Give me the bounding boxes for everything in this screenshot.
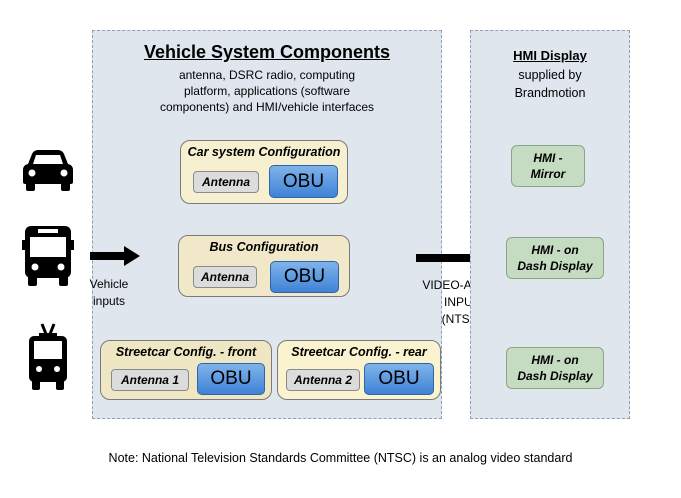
streetcar-front-antenna: Antenna 1: [111, 369, 189, 391]
streetcar-rear-antenna: Antenna 2: [286, 369, 360, 391]
hmi-mirror-line-2: Mirror: [530, 167, 566, 181]
vehicle-panel-desc-2: platform, applications (software: [183, 84, 351, 98]
hmi-dash-1-line-1: HMI - on: [531, 243, 579, 257]
streetcar-rear-title: Streetcar Config. - rear: [291, 345, 427, 359]
vehicle-panel-title: Vehicle System Components: [143, 42, 391, 62]
streetcar-front-config: Streetcar Config. - front Antenna 1 OBU: [100, 340, 272, 400]
car-config: Car system Configuration Antenna OBU: [180, 140, 348, 204]
vehicle-inputs-label-2: inputs: [92, 294, 126, 308]
car-config-title: Car system Configuration: [187, 145, 341, 159]
hmi-dash-1-line-2: Dash Display: [517, 259, 593, 273]
car-antenna: Antenna: [193, 171, 259, 193]
bus-icon: [22, 226, 74, 286]
vehicle-panel-desc-1: antenna, DSRC radio, computing: [178, 68, 356, 82]
hmi-panel-title: HMI Display: [513, 48, 587, 63]
streetcar-icon: [29, 323, 67, 390]
hmi-dash-2-line-1: HMI - on: [531, 353, 579, 367]
streetcar-front-obu: OBU: [197, 363, 265, 395]
car-obu: OBU: [269, 165, 338, 198]
car-icon: [23, 150, 73, 191]
hmi-mirror-box: HMI - Mirror: [511, 145, 585, 187]
vehicle-inputs-arrow: [90, 246, 140, 266]
hmi-mirror-line-1: HMI -: [533, 151, 563, 165]
footnote: Note: National Television Standards Comm…: [108, 451, 573, 465]
hmi-panel-sub-2: Brandmotion: [514, 86, 586, 100]
bus-obu: OBU: [270, 261, 339, 293]
streetcar-front-title: Streetcar Config. - front: [115, 345, 257, 359]
vehicle-inputs-label-1: Vehicle: [89, 277, 129, 291]
hmi-dash-2-line-2: Dash Display: [517, 369, 593, 383]
vehicle-panel-desc-3: components) and HMI/vehicle interfaces: [159, 100, 375, 114]
bus-config-title: Bus Configuration: [209, 240, 319, 254]
bus-antenna: Antenna: [193, 266, 257, 288]
hmi-dash-box-2: HMI - on Dash Display: [506, 347, 604, 389]
streetcar-rear-config: Streetcar Config. - rear Antenna 2 OBU: [277, 340, 441, 400]
streetcar-rear-obu: OBU: [364, 363, 434, 395]
hmi-dash-box-1: HMI - on Dash Display: [506, 237, 604, 279]
bus-config: Bus Configuration Antenna OBU: [178, 235, 350, 297]
hmi-panel-sub-1: supplied by: [518, 68, 582, 82]
